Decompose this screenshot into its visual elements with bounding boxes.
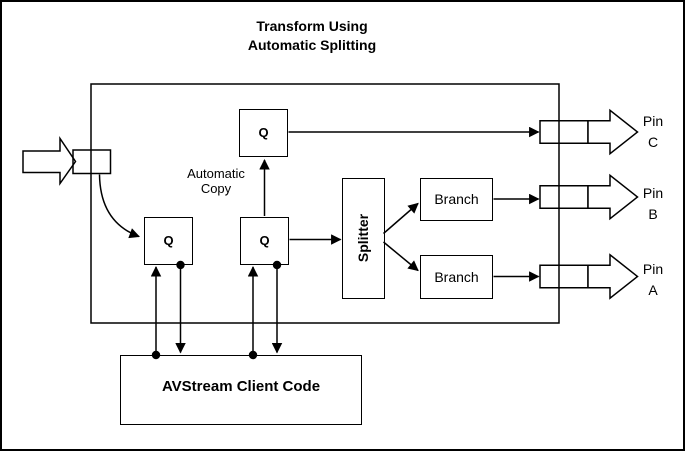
branch-label: Branch — [434, 268, 479, 285]
queue-box-input: Q — [144, 216, 193, 265]
input-routing-curve-arrow — [98, 174, 140, 239]
pin-a-label: Pin A — [642, 260, 664, 298]
splitter-to-branch-a-arrow — [383, 241, 419, 272]
diagram-title-line1: Transform Using — [256, 18, 368, 34]
automatic-copy-label: Automatic Copy — [187, 165, 245, 197]
branch-box-pin-b: Branch — [420, 177, 493, 221]
queue-label: Q — [163, 233, 174, 249]
branch-box-pin-a: Branch — [420, 255, 493, 299]
splitter-box: Splitter — [342, 177, 385, 299]
pin-c-connector-rect — [539, 120, 589, 144]
queue-label: Q — [259, 233, 270, 249]
splitter-to-branch-b-arrow — [383, 202, 419, 235]
pin-c-label: Pin C — [642, 113, 664, 150]
client-code-label: AVStream Client Code — [161, 378, 321, 395]
queue-box-main: Q — [240, 216, 289, 265]
splitter-label: Splitter — [355, 213, 372, 263]
pin-a-connector-rect — [539, 264, 589, 289]
avstream-client-code-box: AVStream Client Code — [120, 355, 362, 425]
input-connection-rect — [72, 149, 112, 175]
diagram-title-line2: Automatic Splitting — [247, 36, 377, 53]
queue-label: Q — [258, 125, 269, 141]
input-stream-arrow — [22, 136, 77, 186]
branch-label: Branch — [434, 191, 479, 208]
pin-b-connector-rect — [539, 185, 589, 209]
pin-b-label: Pin B — [642, 185, 664, 222]
queue-box-automatic-copy: Q — [239, 108, 288, 157]
diagram-title: Transform Using Automatic Splitting — [162, 17, 462, 54]
